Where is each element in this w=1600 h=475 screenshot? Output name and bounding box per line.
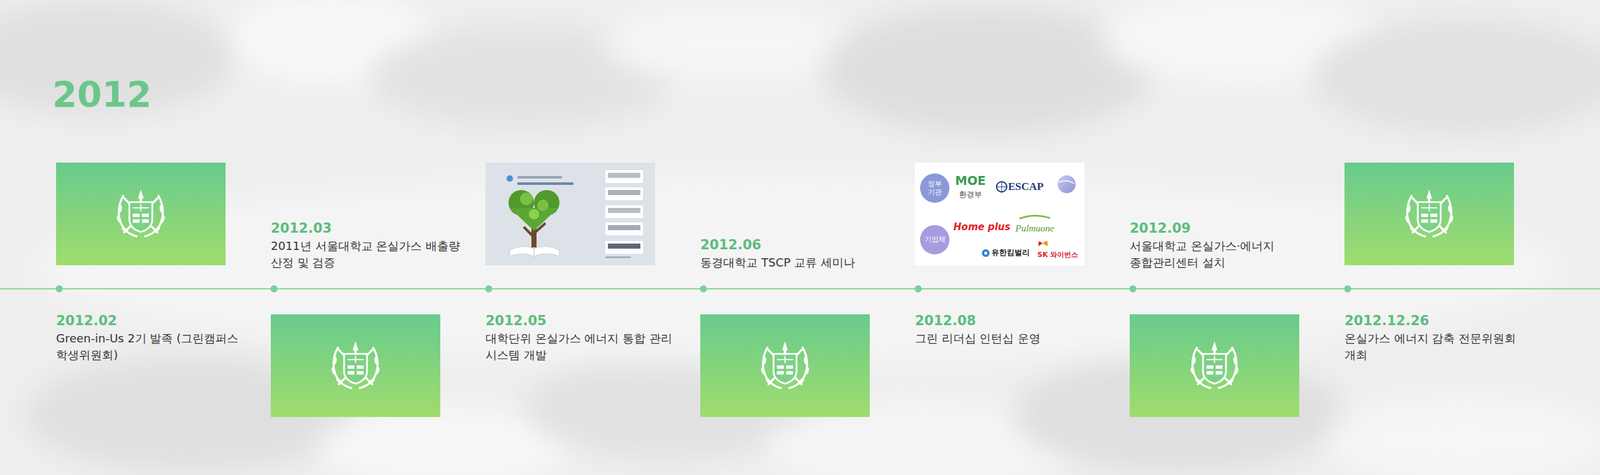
partner-logos (1019, 215, 1051, 219)
emblem-box (56, 162, 226, 266)
timeline-dot (56, 285, 64, 293)
system-screenshot (605, 187, 643, 201)
event-date: 2012.08 (915, 310, 1107, 331)
timeline-dot (1129, 285, 1137, 293)
partner-logos (981, 249, 990, 257)
logo-text: 유한킴벌리 (991, 248, 1030, 257)
circle-label: 정부 기관 (922, 179, 947, 197)
logo-text: MOE (955, 173, 986, 188)
event-description: 대학단위 온실가스 에너지 통합 관리 시스템 개발 (485, 330, 677, 364)
partner-logos (1057, 175, 1076, 194)
timeline-dot (270, 285, 278, 293)
system-screenshot (485, 162, 656, 266)
circle-label: 기업체 (922, 235, 947, 244)
system-screenshot (605, 240, 643, 254)
event-description: 2011년 서울대학교 온실가스 배출량 산정 및 검증 (270, 237, 462, 271)
logo-text: Pulmuone (1015, 223, 1055, 234)
system-screenshot (607, 243, 641, 249)
event-description: 서울대학교 온실가스·에너지 종합관리센터 설치 (1129, 237, 1321, 271)
emblem-box (56, 162, 1514, 417)
event-date: 2012.03 (270, 218, 462, 238)
partner-logos (1059, 180, 1075, 184)
system-screenshot (605, 170, 643, 183)
timeline-dot (56, 285, 1352, 293)
timeline-event: 2012.09서울대학교 온실가스·에너지 종합관리센터 설치 (1129, 218, 1321, 271)
event-date: 2012.06 (700, 235, 892, 255)
emblem-box (700, 314, 870, 417)
timeline-dot (700, 285, 708, 293)
system-screenshot (607, 207, 641, 213)
system-screenshot (519, 192, 533, 206)
logo-text: 환경부 (958, 190, 982, 199)
emblem-box (1344, 162, 1514, 266)
timeline-dot (1344, 285, 1352, 293)
system-screenshot (605, 256, 631, 259)
event-date: 2012.02 (56, 310, 248, 331)
emblem-box (1189, 340, 1240, 389)
system-screenshot (509, 245, 560, 257)
system-screenshot (607, 224, 641, 231)
system-screenshot (607, 172, 641, 178)
event-description: 온실가스 에너지 감축 전문위원회 개최 (1344, 330, 1536, 364)
event-date: 2012.12.26 (1344, 310, 1536, 331)
org-circle: 기업체 (920, 224, 950, 255)
event-description: Green-in-Us 2기 발족 (그린캠퍼스 학생위원회) (56, 330, 248, 364)
system-screenshot (517, 175, 563, 179)
emblem-box (1129, 314, 1300, 417)
emblem-box (115, 189, 166, 237)
circle-outline (920, 173, 950, 203)
logo-text: SK 와이번스 (1037, 251, 1079, 259)
partner-logos (915, 162, 1085, 266)
timeline-event: 2012.02Green-in-Us 2기 발족 (그린캠퍼스 학생위원회) (56, 310, 248, 364)
system-screenshot (528, 209, 540, 220)
emblem-box (1404, 189, 1455, 237)
event-date: 2012.09 (1129, 218, 1321, 238)
system-screenshot (517, 182, 574, 185)
system-screenshot (506, 175, 513, 182)
event-description: 그린 리더십 인턴십 운영 (915, 330, 1107, 347)
emblem-box (330, 340, 381, 389)
partner-logos (1042, 240, 1048, 246)
partner-logos (915, 162, 1085, 266)
emblem-box (270, 314, 441, 417)
partner-logos (1001, 181, 1003, 192)
timeline-dot (915, 285, 923, 293)
emblem-box (760, 340, 810, 389)
timeline-event: 2012.08그린 리더십 인턴십 운영 (915, 310, 1107, 347)
year-title: 2012 (52, 76, 152, 113)
timeline-dot (485, 285, 493, 293)
partner-logos (984, 251, 988, 255)
circle-outline (920, 224, 950, 255)
logo-text: Home plus (953, 221, 1010, 233)
system-screenshot (509, 207, 559, 231)
timeline-event: 2012.12.26온실가스 에너지 감축 전문위원회 개최 (1344, 310, 1536, 364)
timeline-axis (0, 288, 1600, 290)
system-screenshot (605, 222, 643, 236)
event-description: 동경대학교 TSCP 교류 세미나 (700, 254, 892, 271)
system-screenshot (533, 248, 535, 257)
system-screenshot (537, 199, 549, 211)
system-screenshot (605, 205, 643, 218)
logo-text: ESCAP (1008, 180, 1044, 194)
partner-logos (1038, 241, 1043, 246)
system-screenshot (607, 189, 641, 195)
org-circle: 정부 기관 (920, 173, 950, 203)
partner-logos (996, 181, 1007, 192)
timeline-event: 2012.06동경대학교 TSCP 교류 세미나 (700, 235, 892, 271)
timeline-event: 2012.05대학단위 온실가스 에너지 통합 관리 시스템 개발 (485, 310, 677, 364)
event-date: 2012.05 (485, 310, 677, 331)
timeline-event: 2012.032011년 서울대학교 온실가스 배출량 산정 및 검증 (270, 218, 462, 271)
system-screenshot (485, 162, 656, 266)
